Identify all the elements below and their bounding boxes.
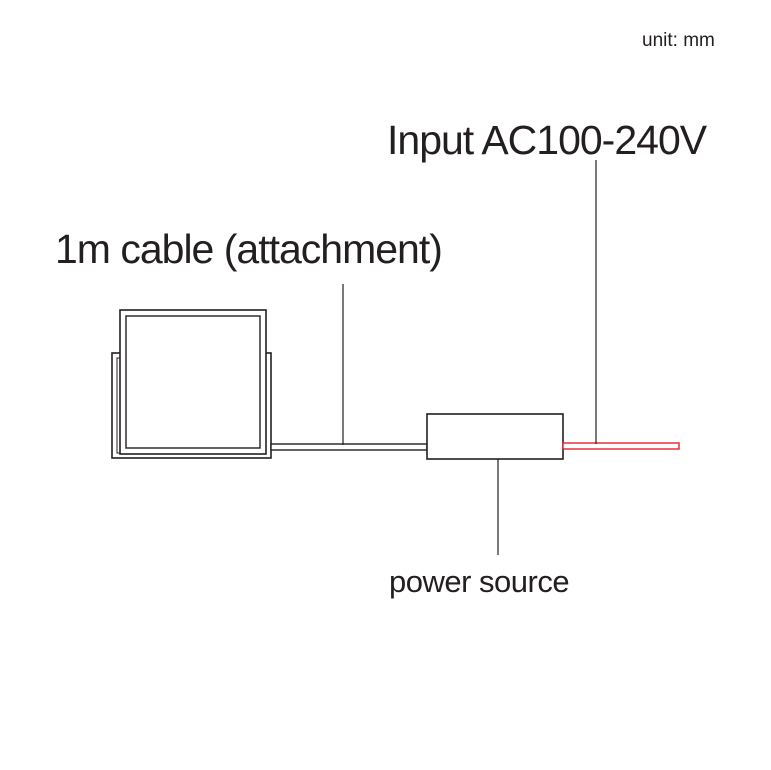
cable-label: 1m cable (attachment) xyxy=(55,226,443,272)
cable-body xyxy=(270,443,428,451)
input-voltage-label: Input AC100-240V xyxy=(387,117,707,163)
power-source-label: power source xyxy=(389,564,570,599)
power-source-box xyxy=(426,413,564,460)
input-wire xyxy=(562,442,680,450)
panel-inner-frame xyxy=(125,315,261,449)
unit-label: unit: mm xyxy=(642,30,715,51)
attachment-cable xyxy=(270,443,428,451)
panel-device xyxy=(111,309,272,459)
